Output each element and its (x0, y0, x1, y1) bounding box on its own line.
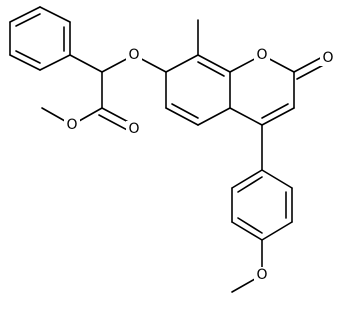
bond (171, 103, 199, 119)
bond (39, 54, 71, 71)
methoxy-oxygen-text: O (256, 267, 267, 283)
bond (9, 6, 41, 23)
bond (9, 54, 41, 71)
bond (15, 50, 41, 64)
bond (165, 107, 199, 126)
methoxy-oxygen-label: O (254, 267, 270, 283)
lactone-carbonyl-oxygen-label: O (320, 50, 336, 66)
bond (261, 107, 295, 126)
lactone-carbonyl-oxygen-text: O (322, 50, 333, 66)
bond (69, 54, 103, 73)
ester-single-oxygen-text: O (66, 117, 77, 133)
bond (98, 114, 132, 133)
bond (197, 107, 231, 126)
bond (39, 6, 71, 23)
atom-labels: O O O O O O (64, 47, 336, 283)
bond (261, 169, 293, 189)
ester-carbonyl-oxygen-text: O (128, 121, 139, 137)
ether-oxygen-label: O (126, 47, 142, 63)
bond (261, 221, 293, 241)
bond (231, 169, 263, 189)
ether-oxygen-text: O (128, 47, 139, 63)
bond (237, 217, 263, 234)
bond (15, 13, 41, 27)
ring-oxygen-text: O (256, 47, 267, 63)
bond-lines (9, 6, 330, 293)
ester-carbonyl-oxygen-label: O (126, 121, 142, 137)
ester-single-oxygen-label: O (64, 117, 80, 133)
bond (229, 107, 263, 126)
bond (231, 221, 263, 241)
bond (261, 103, 289, 119)
bond (197, 54, 231, 73)
bond (165, 54, 199, 73)
bond (197, 61, 225, 77)
ring-oxygen-label: O (254, 47, 270, 63)
bond (237, 176, 263, 193)
